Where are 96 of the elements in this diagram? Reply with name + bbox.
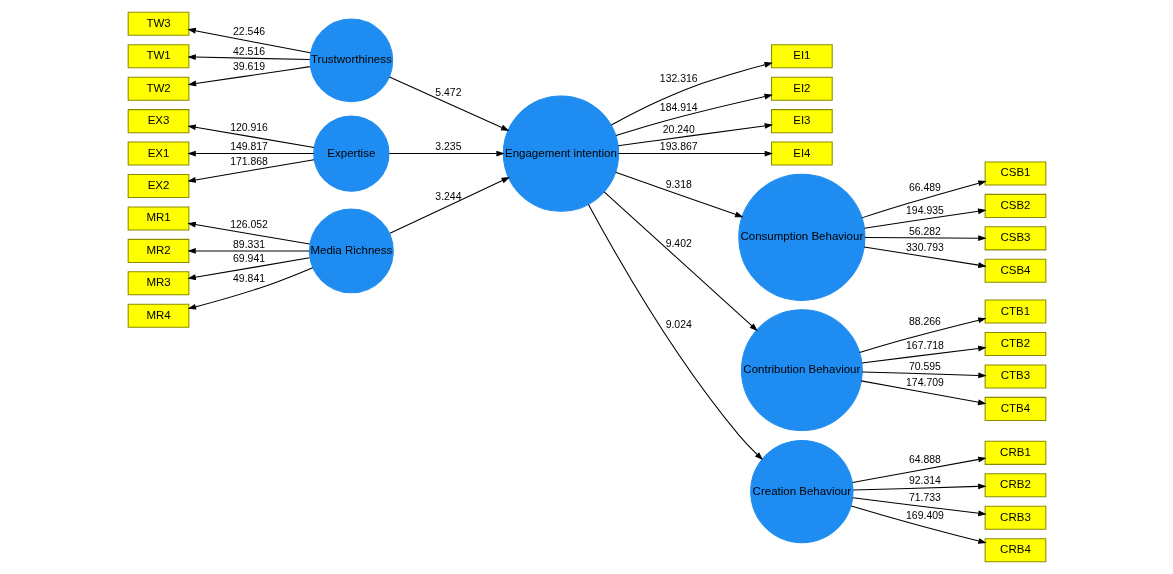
node-circle: Trustworthiness (308, 18, 393, 103)
edge-label: 42.516 (232, 46, 265, 58)
edge-label: 49.841 (232, 273, 265, 285)
arrow (858, 317, 987, 354)
node-box: MR3 (127, 271, 189, 296)
arrow (186, 257, 310, 281)
node-box: EI1 (770, 44, 833, 69)
node-box: TW1 (127, 44, 189, 69)
node-box: EX2 (127, 174, 189, 199)
arrow (860, 380, 986, 406)
node-box: EX3 (127, 109, 189, 134)
edge-label: 9.024 (665, 319, 692, 331)
edge-label: 5.472 (434, 87, 462, 99)
arrow (617, 150, 773, 157)
node-box: EI4 (770, 141, 833, 166)
node-box: TW2 (127, 76, 189, 101)
node-box: MR1 (127, 206, 189, 231)
node-box: TW3 (127, 11, 189, 36)
arrow (863, 208, 986, 229)
arrow (187, 267, 313, 310)
arrow (186, 27, 311, 54)
arrow (388, 150, 505, 157)
edge-label: 64.888 (908, 454, 941, 466)
node-box: CRB2 (984, 473, 1046, 498)
edge-label: 174.709 (905, 376, 944, 388)
edge-label: 22.546 (232, 26, 265, 38)
arrow (186, 150, 314, 157)
edge-label: 126.052 (229, 218, 268, 230)
edge-label: 132.316 (659, 73, 698, 85)
node-circle: Media Richness (308, 208, 394, 294)
arrow (614, 171, 743, 218)
edge-label: 194.935 (905, 205, 944, 217)
node-box: CSB1 (984, 161, 1046, 186)
edge-label: 9.402 (665, 237, 692, 249)
node-box: CTB2 (984, 332, 1046, 357)
edge-label: 71.733 (908, 491, 941, 503)
edge-label: 149.817 (229, 141, 268, 153)
arrow (860, 180, 987, 219)
arrow (860, 345, 987, 364)
edge-label: 70.595 (908, 361, 941, 373)
node-box: CSB3 (984, 226, 1046, 251)
edge-label: 120.916 (229, 121, 268, 133)
edge-label: 66.489 (908, 182, 941, 194)
arrow (851, 497, 987, 517)
edge-label: 88.266 (908, 316, 941, 328)
edge-label: 171.868 (229, 156, 268, 168)
edge-label: 330.793 (905, 241, 944, 253)
node-box: EI2 (770, 76, 833, 101)
node-box: CSB4 (984, 258, 1046, 283)
node-box: CTB4 (984, 396, 1046, 421)
arrow (587, 203, 763, 461)
arrow (186, 124, 315, 148)
arrow (610, 61, 773, 126)
node-circle: Creation Behaviour (749, 439, 853, 544)
arrow (861, 371, 987, 379)
edge-label: 167.718 (905, 340, 944, 352)
node-box: MR4 (127, 303, 189, 328)
edge-label: 3.244 (434, 190, 462, 202)
arrow (852, 483, 987, 491)
node-box: CTB3 (984, 364, 1046, 389)
arrow (614, 93, 773, 137)
edge-label: 20.240 (662, 123, 695, 135)
edge-label: 92.314 (908, 475, 941, 487)
edge-label: 169.409 (905, 509, 944, 521)
node-box: EI3 (770, 109, 833, 134)
edge-label: 3.235 (434, 141, 462, 153)
arrow (863, 246, 987, 268)
arrow (186, 159, 315, 183)
arrow (187, 66, 310, 87)
edge-label: 184.914 (659, 101, 698, 113)
arrow (617, 123, 773, 147)
edge-label: 69.941 (232, 253, 265, 265)
node-box: CTB1 (984, 299, 1046, 324)
edge-label: 89.331 (232, 238, 265, 250)
node-box: CRB1 (984, 440, 1046, 465)
node-circle: Expertise (312, 115, 390, 192)
arrow (388, 177, 510, 234)
edge-label: 56.282 (908, 226, 941, 238)
arrow (186, 221, 310, 245)
node-box: CRB3 (984, 505, 1046, 530)
edge-label: 193.867 (659, 141, 698, 153)
arrow (186, 247, 310, 254)
arrow (186, 54, 310, 61)
node-box: CRB4 (984, 538, 1046, 563)
node-box: EX1 (127, 141, 189, 166)
node-circle: Contribution Behaviour (740, 309, 863, 432)
edge-label: 9.318 (665, 179, 692, 191)
arrow (850, 505, 987, 544)
node-circle: Consumption Behaviour (737, 173, 865, 301)
arrow (851, 456, 987, 484)
arrow (603, 191, 758, 332)
node-box: CSB2 (984, 193, 1046, 218)
arrow (863, 235, 987, 242)
arrow (388, 76, 509, 131)
edge-label: 39.619 (232, 60, 265, 72)
node-box: MR2 (127, 238, 189, 263)
